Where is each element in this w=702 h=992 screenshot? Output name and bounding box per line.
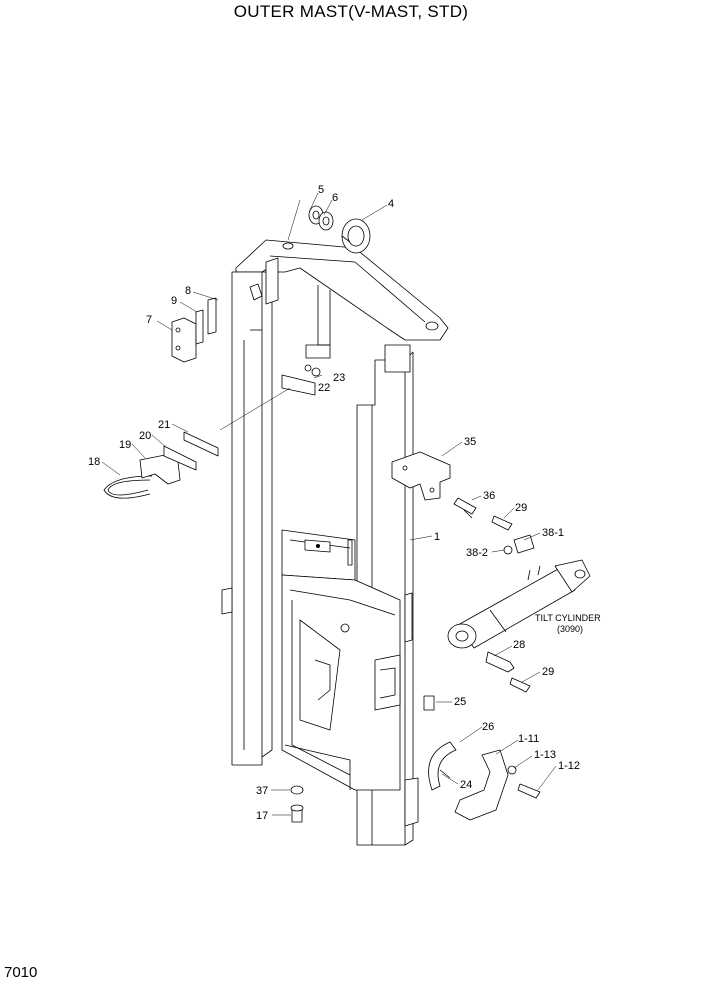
part-label-37: 37 — [256, 785, 268, 797]
part-label-23: 23 — [333, 372, 345, 384]
part-label-19: 19 — [119, 439, 131, 451]
page-title: OUTER MAST(V-MAST, STD) — [233, 2, 469, 21]
part-label-18: 18 — [88, 456, 100, 468]
part-label-22: 22 — [318, 382, 330, 394]
part-1-11-1-13-hardware — [507, 765, 541, 799]
part-4-bearing — [341, 218, 371, 254]
part-label-38-2: 38-2 — [466, 547, 488, 559]
part-labels: 5 6 4 8 9 7 22 23 21 20 19 18 35 36 29 3… — [88, 184, 601, 822]
part-label-8: 8 — [185, 285, 191, 297]
part-label-29-lower: 29 — [542, 666, 554, 678]
part-22-23-fittings — [281, 364, 321, 396]
part-label-6: 6 — [332, 192, 338, 204]
part-label-38-1: 38-1 — [542, 527, 564, 539]
part-7-8-9-pads — [171, 283, 263, 363]
part-label-7: 7 — [146, 314, 152, 326]
tilt-cylinder-code: (3090) — [557, 624, 583, 634]
part-18-21-chain-anchor — [103, 431, 219, 499]
part-label-36: 36 — [483, 490, 495, 502]
part-38-pins — [503, 534, 535, 555]
part-label-21: 21 — [158, 419, 170, 431]
part-29-upper-bolt — [491, 515, 513, 531]
part-label-24: 24 — [460, 779, 472, 791]
part-label-25: 25 — [454, 696, 466, 708]
part-label-1: 1 — [434, 531, 440, 543]
part-17-37-bolt-washer — [290, 785, 304, 823]
part-29-lower-bolt — [509, 677, 531, 693]
page-code: 7010 — [4, 964, 38, 981]
part-label-1-12: 1-12 — [558, 760, 580, 772]
part-label-4: 4 — [388, 198, 394, 210]
part-label-29-upper: 29 — [515, 502, 527, 514]
part-25-grease-fitting — [423, 695, 435, 711]
part-28-pin — [485, 651, 515, 673]
part-label-17: 17 — [256, 810, 268, 822]
tilt-cylinder — [447, 559, 591, 649]
part-24-26-bushing-cap — [428, 741, 509, 821]
part-label-20: 20 — [139, 430, 151, 442]
part-label-1-11: 1-11 — [518, 733, 539, 745]
part-label-9: 9 — [171, 295, 177, 307]
part-label-35: 35 — [464, 436, 476, 448]
part-5-6-shims — [308, 205, 334, 231]
outer-mast-frame — [221, 239, 449, 846]
tilt-cylinder-label: TILT CYLINDER — [535, 613, 601, 623]
part-label-5: 5 — [318, 184, 324, 196]
part-label-28: 28 — [513, 639, 525, 651]
part-35-bracket — [391, 451, 451, 501]
leader-lines — [101, 192, 557, 816]
part-label-26: 26 — [482, 721, 494, 733]
part-label-1-13: 1-13 — [534, 749, 556, 761]
part-36-bolt — [453, 497, 477, 519]
